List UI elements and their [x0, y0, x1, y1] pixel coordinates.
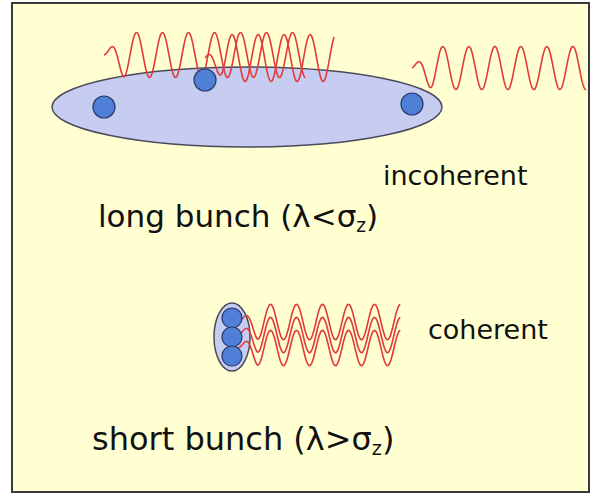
label-text: coherent	[428, 314, 548, 345]
bunch-label: short bunch (λ>σz)	[92, 420, 394, 460]
bunch-label: long bunch (λ<σz)	[98, 198, 378, 236]
label-text: short bunch (λ>σz)	[92, 420, 394, 458]
particles	[93, 69, 423, 366]
short-bunch-ellipse	[214, 303, 250, 371]
label-text: incoherent	[383, 160, 528, 191]
wave-label: coherent	[428, 314, 548, 345]
electron	[222, 327, 242, 347]
wave	[205, 35, 334, 82]
wave-label: incoherent	[383, 160, 528, 191]
panel-frame	[12, 3, 589, 492]
wave	[238, 330, 400, 365]
label-text: long bunch (λ<σz)	[98, 198, 378, 234]
electron	[194, 69, 216, 91]
electron	[222, 308, 242, 328]
electron	[401, 93, 423, 115]
electron	[222, 346, 242, 366]
wave	[412, 46, 586, 90]
electron	[93, 96, 115, 118]
